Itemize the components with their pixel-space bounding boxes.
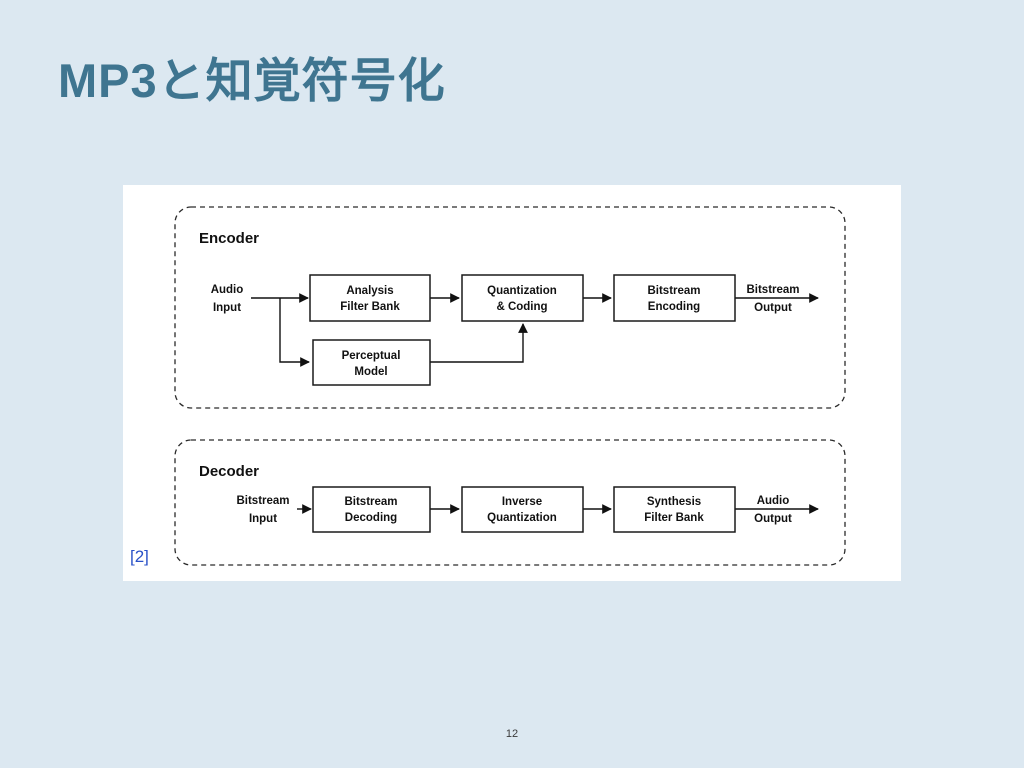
page-number: 12 (505, 728, 519, 740)
decoder-output-label-line1: Audio (757, 495, 790, 507)
decoder-input-label-line2: Input (249, 513, 277, 525)
bitstream-encoding-box: Bitstream Encoding (613, 274, 736, 322)
synthesis-filter-bank-box: Synthesis Filter Bank (613, 486, 736, 533)
diagram-panel: Encoder Audio Input Analysis Filter Bank (123, 185, 901, 581)
analysis-filter-bank-line2: Filter Bank (340, 301, 400, 313)
bitstream-encoding-line1: Bitstream (647, 285, 700, 297)
perceptual-model-line2: Model (354, 366, 387, 378)
perceptual-model-rect (312, 339, 431, 386)
arrow-branch-to-perceptual-model (279, 298, 310, 367)
inverse-quantization-line2: Quantization (487, 512, 557, 524)
encoder-input-label-line1: Audio (211, 284, 244, 296)
quantization-coding-rect (461, 274, 584, 322)
quantization-coding-line1: Quantization (487, 285, 557, 297)
bitstream-decoding-line1: Bitstream (344, 496, 397, 508)
analysis-filter-bank-line1: Analysis (346, 285, 393, 297)
encoder-section: Encoder Audio Input Analysis Filter Bank (174, 206, 846, 409)
inverse-quantization-rect (461, 486, 584, 533)
arrow-perceptual-to-quantization (430, 323, 528, 363)
synthesis-filter-bank-line1: Synthesis (647, 496, 701, 508)
analysis-filter-bank-rect (309, 274, 431, 322)
block-diagram: Encoder Audio Input Analysis Filter Bank (174, 206, 846, 566)
analysis-filter-bank-box: Analysis Filter Bank (309, 274, 431, 322)
slide-title: MP3と知覚符号化 (58, 54, 446, 107)
perceptual-model-box: Perceptual Model (312, 339, 431, 386)
citation: [2] (130, 547, 149, 566)
encoder-output-label-line1: Bitstream (746, 284, 799, 296)
decoder-section: Decoder Bitstream Input Bitstream Decodi… (174, 439, 846, 566)
encoder-boundary (174, 206, 846, 409)
decoder-input-label-line1: Bitstream (236, 495, 289, 507)
encoder-output-label-line2: Output (754, 302, 792, 314)
decoder-label: Decoder (199, 463, 259, 480)
encoder-label: Encoder (199, 230, 259, 247)
bitstream-decoding-rect (312, 486, 431, 533)
bitstream-decoding-box: Bitstream Decoding (312, 486, 431, 533)
inverse-quantization-line1: Inverse (502, 496, 542, 508)
quantization-coding-line2: & Coding (496, 301, 547, 313)
bitstream-encoding-rect (613, 274, 736, 322)
bitstream-decoding-line2: Decoding (345, 512, 397, 524)
synthesis-filter-bank-line2: Filter Bank (644, 512, 704, 524)
quantization-coding-box: Quantization & Coding (461, 274, 584, 322)
synthesis-filter-bank-rect (613, 486, 736, 533)
bitstream-encoding-line2: Encoding (648, 301, 700, 313)
decoder-output-label-line2: Output (754, 513, 792, 525)
encoder-input-label-line2: Input (213, 302, 241, 314)
perceptual-model-line1: Perceptual (342, 350, 401, 362)
inverse-quantization-box: Inverse Quantization (461, 486, 584, 533)
decoder-boundary (174, 439, 846, 566)
